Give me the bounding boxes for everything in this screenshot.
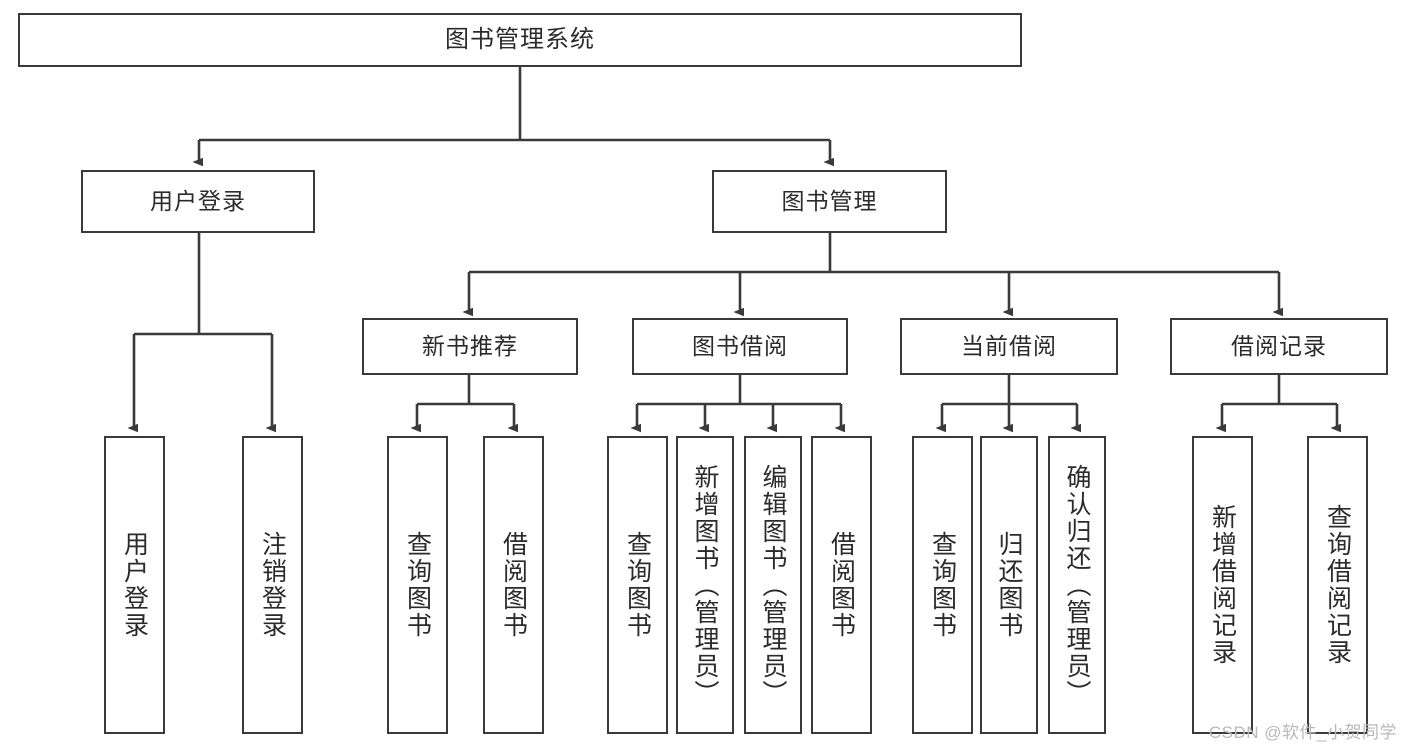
leaf-confirm-return-admin[interactable]: 确认归还（管理员） [1048,436,1106,734]
leaf-query-book-recommend[interactable]: 查询图书 [387,436,448,734]
node-current-borrow[interactable]: 当前借阅 [900,318,1118,375]
leaf-add-borrow-record[interactable]: 新增借阅记录 [1192,436,1253,734]
node-root-book-management-system[interactable]: 图书管理系统 [18,13,1022,67]
watermark: CSDN @软件_小贺同学 [1208,723,1397,742]
leaf-user-login[interactable]: 用户登录 [104,436,165,734]
node-book-borrow[interactable]: 图书借阅 [632,318,848,375]
leaf-query-book-current[interactable]: 查询图书 [912,436,973,734]
leaf-return-book[interactable]: 归还图书 [980,436,1038,734]
node-user-login[interactable]: 用户登录 [81,170,315,233]
node-borrow-record[interactable]: 借阅记录 [1170,318,1388,375]
leaf-edit-book-admin[interactable]: 编辑图书（管理员） [744,436,802,734]
node-book-management[interactable]: 图书管理 [712,170,947,233]
leaf-borrow-book-recommend[interactable]: 借阅图书 [483,436,544,734]
leaf-query-borrow-record[interactable]: 查询借阅记录 [1307,436,1368,734]
leaf-add-book-admin[interactable]: 新增图书（管理员） [676,436,734,734]
leaf-borrow-book-borrow[interactable]: 借阅图书 [811,436,872,734]
leaf-logout-login[interactable]: 注销登录 [242,436,303,734]
leaf-query-book-borrow[interactable]: 查询图书 [607,436,668,734]
node-new-book-recommend[interactable]: 新书推荐 [362,318,578,375]
